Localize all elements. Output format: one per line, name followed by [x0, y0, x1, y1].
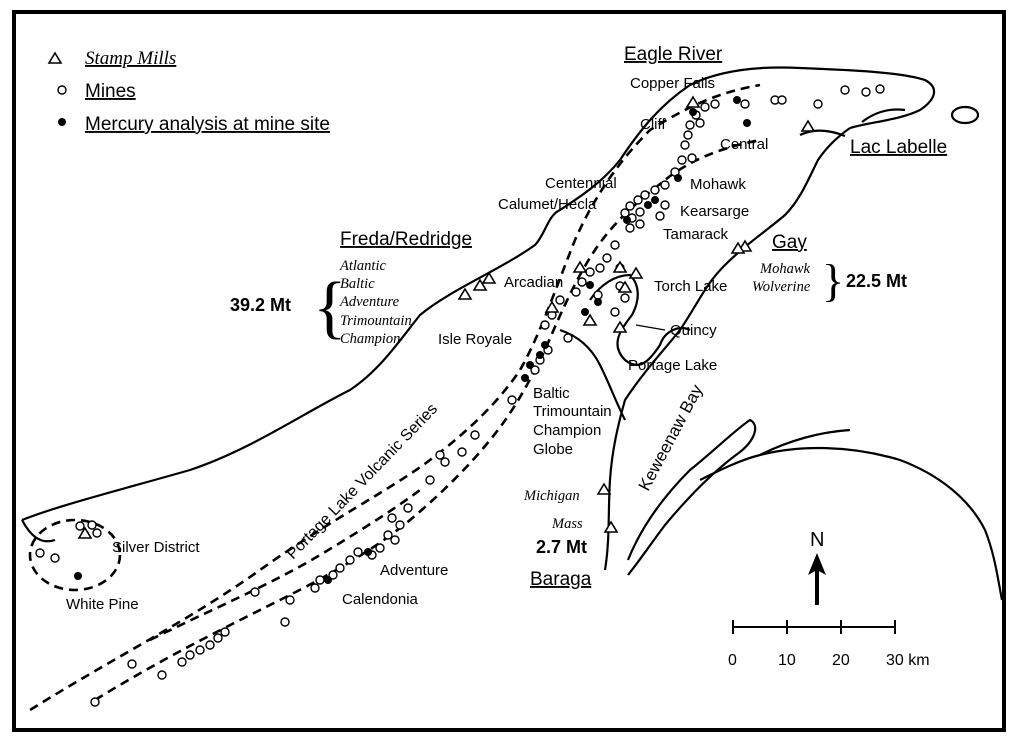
label-central: Central: [720, 136, 768, 153]
label-globe: Globe: [533, 441, 573, 458]
label-trimountain: Trimountain: [533, 403, 612, 420]
legend-open-circle-icon: [57, 85, 67, 95]
label-torch-lake: Torch Lake: [654, 278, 727, 295]
label-freda-redridge: Freda/Redridge: [340, 229, 472, 250]
north-letter: N: [810, 529, 824, 551]
portage-lake-shore: [589, 273, 691, 366]
label-gay: Gay: [772, 232, 807, 253]
north-coastline: [21, 66, 936, 522]
map-frame: Stamp Mills Mines Mercury analysis at mi…: [12, 10, 1006, 732]
label-arcadian: Arcadian: [504, 274, 563, 291]
legend-mines: Mines: [85, 81, 136, 102]
west-coastline: [21, 519, 56, 543]
south-shore-2: [759, 428, 851, 456]
freda-total: 39.2 Mt: [230, 295, 291, 315]
mill-atlantic: Atlantic: [339, 258, 386, 274]
lac-labelle-shore: [799, 108, 906, 138]
mill-champion: Champion: [340, 331, 400, 347]
north-arrow-icon: [808, 553, 826, 575]
label-centennial: Centennial: [545, 175, 617, 192]
label-adventure: Adventure: [380, 562, 448, 579]
scale-tick-0: 0: [728, 652, 737, 669]
stamp-mill-markers: [77, 95, 816, 539]
legend-mercury: Mercury analysis at mine site: [85, 114, 330, 135]
label-portage-lake: Portage Lake: [628, 357, 717, 374]
mill-michigan: Michigan: [523, 488, 580, 504]
gay-mill-list: Mohawk Wolverine: [752, 261, 811, 295]
label-tamarack: Tamarack: [663, 226, 729, 243]
mercury-markers: [74, 96, 751, 584]
label-kearsarge: Kearsarge: [680, 203, 749, 220]
gay-total: 22.5 Mt: [846, 271, 907, 291]
label-keweenaw-bay: Keweenaw Bay: [635, 381, 707, 494]
keweenaw-map: Stamp Mills Mines Mercury analysis at mi…: [21, 44, 1002, 712]
label-quincy: Quincy: [670, 322, 717, 339]
gay-brace: }: [822, 255, 844, 306]
scale-bar: 0 10 20 30 km: [728, 620, 930, 669]
legend-stamp-mills: Stamp Mills: [85, 48, 176, 69]
label-cliff: Cliff: [640, 116, 666, 133]
freda-mill-list: Atlantic Baltic Adventure Trimountain Ch…: [339, 258, 412, 347]
east-coastline: [603, 127, 851, 571]
mine-markers: [35, 84, 885, 707]
label-mohawk: Mohawk: [690, 176, 746, 193]
mill-baltic: Baltic: [340, 276, 375, 292]
label-isle-royale: Isle Royale: [438, 331, 512, 348]
mill-mohawk: Mohawk: [759, 261, 811, 277]
mill-mass: Mass: [551, 516, 583, 532]
mill-adventure: Adventure: [339, 294, 400, 310]
label-calumet-hecla: Calumet/Hecla: [498, 196, 597, 213]
scale-tick-10: 10: [778, 652, 796, 669]
label-portage-series: Portage Lake Volcanic Series: [284, 401, 441, 563]
scale-tick-30-km: 30 km: [886, 652, 930, 669]
legend: Stamp Mills Mines Mercury analysis at mi…: [47, 48, 330, 135]
quincy-leader-line: [635, 324, 666, 331]
scale-tick-20: 20: [832, 652, 850, 669]
south-shore: [699, 446, 1002, 601]
legend-filled-circle-icon: [58, 118, 66, 126]
label-white-pine: White Pine: [66, 596, 139, 613]
label-baraga: Baraga: [530, 569, 592, 590]
label-calendonia: Calendonia: [342, 591, 419, 608]
legend-triangle-icon: [47, 51, 63, 64]
label-lac-labelle: Lac Labelle: [850, 137, 947, 158]
silver-district-outline: [28, 518, 122, 592]
label-copper-falls: Copper Falls: [630, 75, 715, 92]
keweenaw-bay-spit: [626, 418, 757, 576]
belt-outline-inner: [149, 488, 421, 642]
north-arrow: N: [808, 529, 826, 605]
mill-trimountain: Trimountain: [340, 313, 412, 329]
label-eagle-river: Eagle River: [624, 44, 723, 65]
mill-wolverine: Wolverine: [752, 279, 811, 295]
label-champion: Champion: [533, 422, 601, 439]
south-mine-list: Baltic Trimountain Champion Globe: [533, 385, 612, 458]
island-east: [950, 105, 980, 125]
label-silver-district: Silver District: [112, 539, 200, 556]
belt-outline-south: [94, 138, 761, 702]
freda-brace: {: [313, 269, 347, 346]
label-baltic: Baltic: [533, 385, 570, 402]
belt-outline-north: [29, 83, 761, 712]
portage-waterway: [559, 328, 626, 421]
baraga-total: 2.7 Mt: [536, 537, 587, 557]
